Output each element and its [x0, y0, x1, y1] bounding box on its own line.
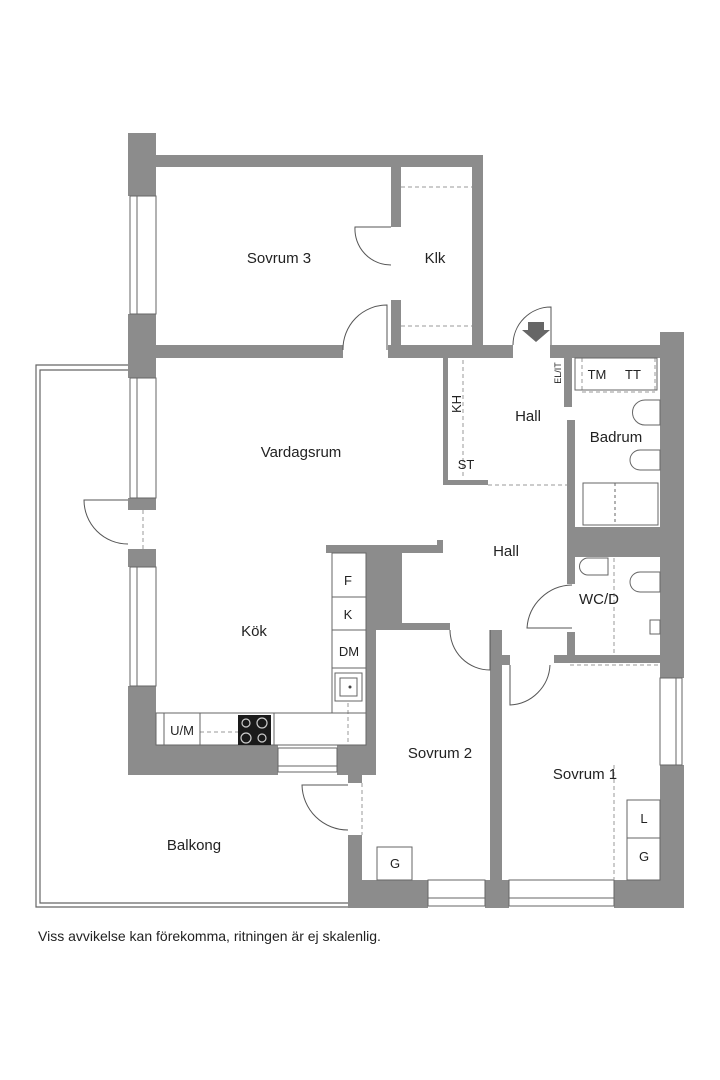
dashed-lines: [142, 186, 660, 880]
room-label-sovrum3: Sovrum 3: [247, 250, 311, 267]
fixture-label-l-sovrum1: L: [640, 811, 647, 826]
fixture-label-st: ST: [458, 457, 475, 472]
windows: [129, 195, 683, 907]
walls: [128, 133, 684, 908]
doors: [83, 226, 573, 831]
fixture-label-tt: TT: [625, 367, 641, 382]
fixture-label-dm: DM: [339, 644, 359, 659]
bathroom-fixtures: [579, 399, 661, 635]
room-label-vardagsrum: Vardagsrum: [261, 444, 342, 461]
room-label-balkong: Balkong: [167, 837, 221, 854]
disclaimer-text: Viss avvikelse kan förekomma, ritningen …: [38, 928, 381, 944]
stove-burners: [240, 717, 268, 744]
fixture-label-kh: KH: [449, 395, 464, 413]
room-label-hall-lower: Hall: [493, 543, 519, 560]
sink-drain-icon: [348, 685, 352, 689]
floor-plan: Sovrum 3 Klk Vardagsrum Hall Hall Badrum…: [35, 133, 684, 908]
fixture-label-um: U/M: [170, 723, 194, 738]
room-label-klk: Klk: [425, 250, 446, 267]
closets: [376, 357, 661, 881]
fixture-label-g-sovrum2: G: [390, 856, 400, 871]
balcony-outline: [35, 364, 350, 908]
room-label-sovrum1: Sovrum 1: [553, 766, 617, 783]
room-label-hall-upper: Hall: [515, 408, 541, 425]
fixture-label-f: F: [344, 573, 352, 588]
room-label-badrum: Badrum: [590, 429, 643, 446]
room-label-wc: WC/D: [579, 591, 619, 608]
fixture-label-k: K: [344, 607, 353, 622]
room-label-sovrum2: Sovrum 2: [408, 745, 472, 762]
room-label-kok: Kök: [241, 623, 267, 640]
fixture-label-g-sovrum1: G: [639, 849, 649, 864]
fixture-label-el-it: EL/IT: [553, 362, 563, 384]
entrance-arrow-icon: [522, 322, 550, 342]
fixture-label-tm: TM: [588, 367, 607, 382]
